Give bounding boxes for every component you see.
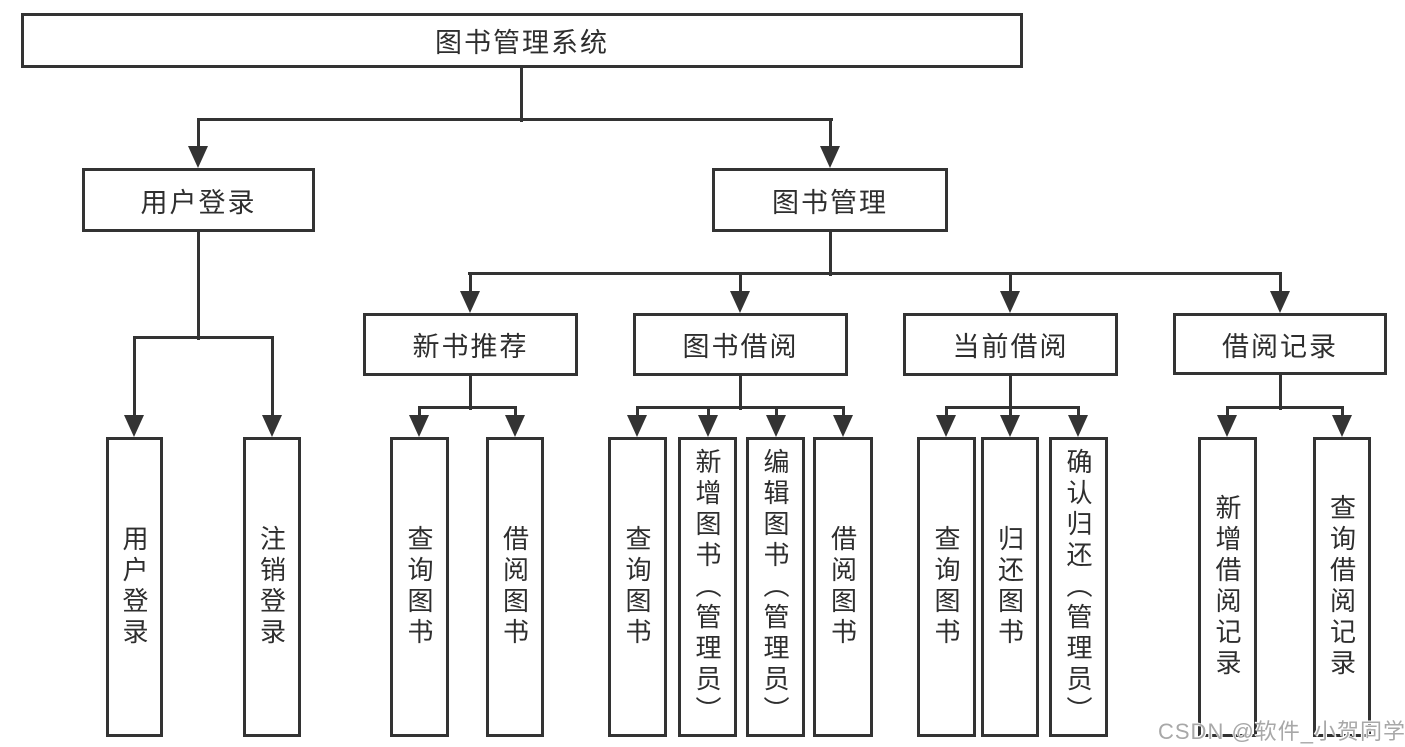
arrowhead-down-icon bbox=[262, 415, 282, 437]
connector-line bbox=[1077, 409, 1080, 417]
arrowhead-down-icon bbox=[820, 146, 840, 168]
leaf-return-books: 归还图书 bbox=[981, 437, 1039, 737]
connector-line bbox=[739, 376, 742, 410]
leaf-edit-books-admin: 编辑图书（管理员） bbox=[746, 437, 805, 737]
connector-line bbox=[1279, 275, 1282, 293]
leaf-add-borrow-record-label: 新增借阅记录 bbox=[1212, 494, 1242, 680]
connector-line bbox=[133, 336, 274, 339]
node-book-management-label: 图书管理 bbox=[772, 187, 888, 218]
connector-line bbox=[197, 232, 200, 340]
node-root-label: 图书管理系统 bbox=[435, 28, 609, 58]
leaf-confirm-return-admin: 确认归还（管理员） bbox=[1049, 437, 1108, 737]
arrowhead-down-icon bbox=[730, 291, 750, 313]
connector-line bbox=[469, 376, 472, 410]
arrowhead-down-icon bbox=[1332, 415, 1352, 437]
arrowhead-down-icon bbox=[409, 415, 429, 437]
connector-line bbox=[945, 406, 1080, 409]
arrowhead-down-icon bbox=[1270, 291, 1290, 313]
connector-line bbox=[468, 272, 1282, 275]
leaf-logout-label: 注销登录 bbox=[256, 525, 287, 649]
node-borrowing-records-label: 借阅记录 bbox=[1222, 331, 1338, 362]
connector-line bbox=[469, 275, 472, 293]
leaf-query-books-borrow-label: 查询图书 bbox=[622, 525, 652, 649]
connector-line bbox=[197, 121, 200, 148]
leaf-edit-books-admin-label: 编辑图书（管理员） bbox=[760, 447, 790, 727]
leaf-logout: 注销登录 bbox=[243, 437, 301, 737]
arrowhead-down-icon bbox=[460, 291, 480, 313]
node-user-login: 用户登录 bbox=[82, 168, 315, 232]
leaf-user-login-label: 用户登录 bbox=[119, 525, 149, 649]
leaf-query-borrow-record-label: 查询借阅记录 bbox=[1326, 494, 1357, 680]
connector-line bbox=[1009, 409, 1012, 417]
leaf-confirm-return-admin-label: 确认归还（管理员） bbox=[1063, 447, 1093, 727]
node-book-borrowing-label: 图书借阅 bbox=[682, 332, 799, 362]
node-root: 图书管理系统 bbox=[21, 13, 1023, 68]
node-book-management: 图书管理 bbox=[712, 168, 948, 232]
leaf-borrow-books-recommend-label: 借阅图书 bbox=[499, 525, 530, 649]
connector-line bbox=[271, 339, 274, 417]
connector-line bbox=[636, 406, 845, 409]
arrowhead-down-icon bbox=[1068, 415, 1088, 437]
connector-line bbox=[775, 409, 778, 417]
node-book-borrowing: 图书借阅 bbox=[633, 313, 848, 376]
leaf-user-login: 用户登录 bbox=[106, 437, 163, 737]
arrowhead-down-icon bbox=[505, 415, 525, 437]
connector-line bbox=[1226, 409, 1229, 417]
arrowhead-down-icon bbox=[1217, 415, 1237, 437]
leaf-query-books-borrow: 查询图书 bbox=[608, 437, 667, 737]
arrowhead-down-icon bbox=[1000, 291, 1020, 313]
connector-line bbox=[829, 121, 832, 148]
arrowhead-down-icon bbox=[936, 415, 956, 437]
node-borrowing-records: 借阅记录 bbox=[1173, 313, 1387, 375]
arrowhead-down-icon bbox=[698, 415, 718, 437]
connector-line bbox=[133, 339, 136, 417]
leaf-query-books-current-label: 查询图书 bbox=[931, 525, 961, 649]
node-user-login-label: 用户登录 bbox=[140, 187, 257, 218]
leaf-borrow-books-label: 借阅图书 bbox=[827, 525, 858, 649]
node-current-borrowing: 当前借阅 bbox=[903, 313, 1118, 376]
connector-line bbox=[1009, 275, 1012, 293]
connector-line bbox=[842, 409, 845, 417]
connector-line bbox=[1009, 376, 1012, 410]
connector-line bbox=[945, 409, 948, 417]
connector-line bbox=[636, 409, 639, 417]
connector-line bbox=[418, 406, 517, 409]
csdn-watermark: CSDN @软件_小贺同学 bbox=[1158, 719, 1405, 744]
node-current-borrowing-label: 当前借阅 bbox=[952, 332, 1069, 362]
leaf-query-books-current: 查询图书 bbox=[917, 437, 976, 737]
connector-line bbox=[829, 232, 832, 276]
connector-line bbox=[514, 409, 517, 417]
node-new-book-recommend-label: 新书推荐 bbox=[412, 332, 529, 362]
connector-line bbox=[707, 409, 710, 417]
arrowhead-down-icon bbox=[627, 415, 647, 437]
connector-line bbox=[520, 68, 523, 122]
leaf-add-borrow-record: 新增借阅记录 bbox=[1198, 437, 1257, 737]
leaf-return-books-label: 归还图书 bbox=[994, 525, 1025, 649]
arrowhead-down-icon bbox=[833, 415, 853, 437]
connector-line bbox=[1341, 409, 1344, 417]
leaf-query-borrow-record: 查询借阅记录 bbox=[1313, 437, 1371, 737]
arrowhead-down-icon bbox=[188, 146, 208, 168]
connector-line bbox=[1279, 375, 1282, 410]
leaf-borrow-books-recommend: 借阅图书 bbox=[486, 437, 544, 737]
connector-line bbox=[739, 275, 742, 293]
connector-line bbox=[418, 409, 421, 417]
connector-line bbox=[1226, 406, 1344, 409]
node-new-book-recommend: 新书推荐 bbox=[363, 313, 578, 376]
leaf-query-books-recommend: 查询图书 bbox=[390, 437, 449, 737]
leaf-add-books-admin: 新增图书（管理员） bbox=[678, 437, 737, 737]
connector-line bbox=[197, 118, 833, 121]
arrowhead-down-icon bbox=[124, 415, 144, 437]
arrowhead-down-icon bbox=[766, 415, 786, 437]
arrowhead-down-icon bbox=[1000, 415, 1020, 437]
leaf-add-books-admin-label: 新增图书（管理员） bbox=[692, 447, 722, 727]
leaf-query-books-recommend-label: 查询图书 bbox=[404, 525, 434, 649]
leaf-borrow-books: 借阅图书 bbox=[813, 437, 873, 737]
